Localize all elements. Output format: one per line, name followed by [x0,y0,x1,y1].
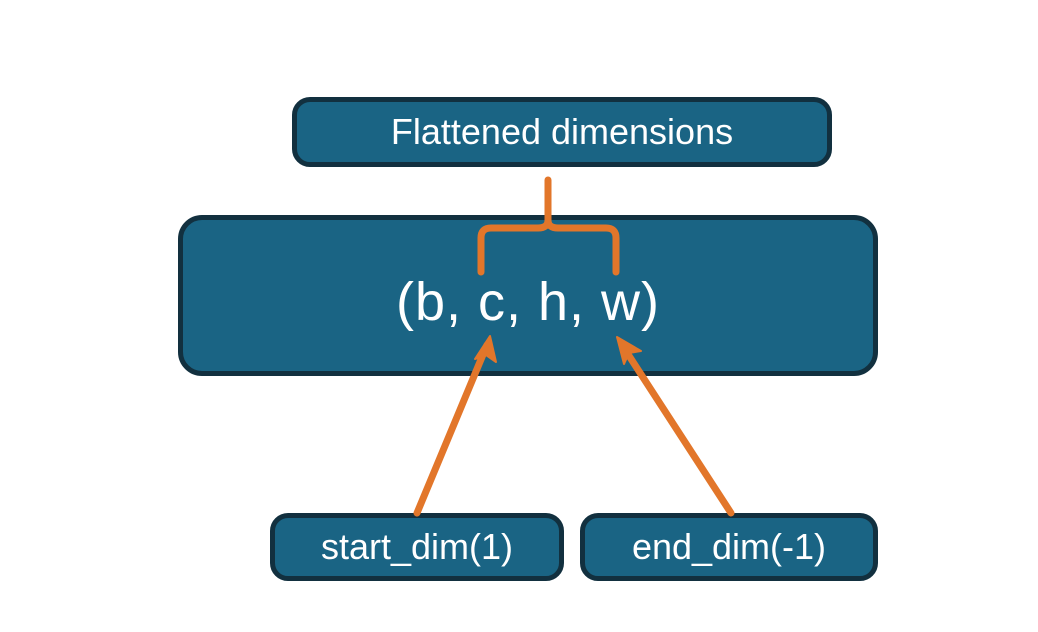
start-dim-label: start_dim(1) [320,526,514,567]
end-dim-label: end_dim(-1) [631,526,827,567]
flattened-dimensions-node[interactable]: Flattened dimensions [292,97,832,167]
tensor-shape-label: (b, c, h, w) [395,271,661,332]
start-dim-node[interactable]: start_dim(1) [270,513,564,581]
tensor-shape-node[interactable]: (b, c, h, w) [178,215,878,376]
end-dim-node[interactable]: end_dim(-1) [580,513,878,581]
flattened-dimensions-label: Flattened dimensions [390,111,734,152]
